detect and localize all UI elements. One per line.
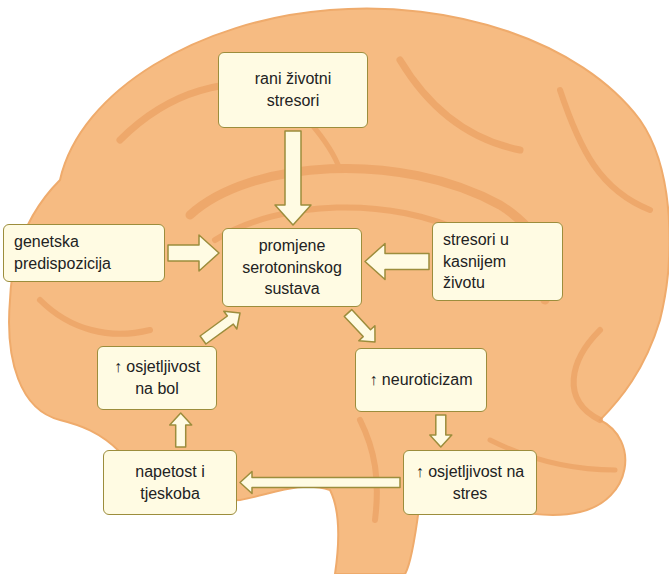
block-arrow [344, 310, 375, 342]
box-label: stresori u kasnijem životu [443, 229, 552, 294]
box-label: promjene serotoninskog sustava [233, 235, 351, 300]
block-arrow [275, 131, 311, 225]
process-box: ↑ osjetljivost na stres [403, 450, 537, 515]
box-label: ↑ osjetljivost na bol [108, 356, 206, 399]
process-box: promjene serotoninskog sustava [222, 228, 362, 307]
block-arrow [168, 235, 219, 271]
box-label: ↑ neuroticizam [366, 369, 476, 391]
block-arrow [365, 244, 429, 280]
block-arrow [200, 311, 240, 344]
process-box: napetost i tjeskoba [103, 450, 237, 515]
box-label: genetska predispozicija [14, 231, 154, 274]
process-box: stresori u kasnijem životu [432, 222, 563, 301]
box-label: napetost i tjeskoba [114, 461, 226, 504]
box-label: ↑ osjetljivost na stres [414, 461, 526, 504]
process-box: ↑ neuroticizam [355, 348, 487, 412]
process-box: ↑ osjetljivost na bol [97, 346, 217, 410]
box-label: rani životni stresori [229, 68, 357, 111]
brain-outline [9, 8, 669, 574]
block-arrow [240, 472, 400, 494]
block-arrow [430, 415, 452, 447]
block-arrow [170, 413, 192, 447]
brain-folds [40, 60, 650, 520]
process-box: rani životni stresori [218, 52, 368, 128]
process-box: genetska predispozicija [3, 224, 165, 282]
